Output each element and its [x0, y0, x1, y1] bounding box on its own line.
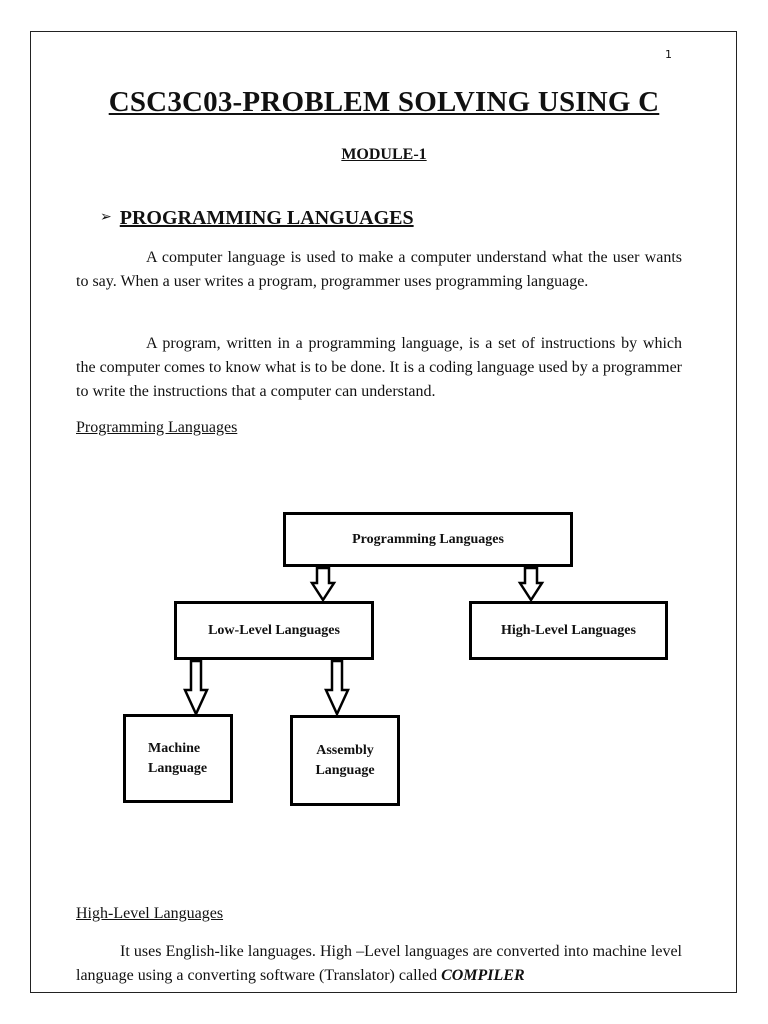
box-assembly-language: Assembly Language	[290, 715, 400, 806]
box-high-level-languages-label: High-Level Languages	[501, 622, 636, 638]
paragraph-3-text: It uses English-like languages. High –Le…	[76, 943, 682, 984]
page-border	[30, 31, 737, 993]
arrowhead-bullet-icon: ➢	[100, 209, 112, 225]
box-machine-language-line2: Language	[148, 760, 208, 776]
section-heading-label: PROGRAMMING LANGUAGES	[119, 207, 414, 229]
box-programming-languages-label: Programming Languages	[352, 531, 504, 547]
paragraph-3: It uses English-like languages. High –Le…	[76, 940, 682, 988]
box-machine-language-line1: Machine	[148, 740, 201, 756]
subheading-programming-languages: Programming Languages	[76, 419, 238, 436]
module-heading: MODULE-1	[341, 146, 427, 163]
page-number: 1	[665, 48, 672, 61]
box-high-level-languages: High-Level Languages	[469, 601, 668, 660]
section-heading: ➢ PROGRAMMING LANGUAGES	[100, 207, 414, 230]
box-low-level-languages: Low-Level Languages	[174, 601, 374, 660]
paragraph-2-text: A program, written in a programming lang…	[76, 335, 682, 400]
document-title: CSC3C03-PROBLEM SOLVING USING C	[108, 86, 660, 118]
box-low-level-languages-label: Low-Level Languages	[208, 622, 340, 638]
paragraph-2: A program, written in a programming lang…	[76, 332, 682, 404]
paragraph-1-text: A computer language is used to make a co…	[76, 249, 682, 290]
box-machine-language: Machine Language	[123, 714, 233, 803]
compiler-term: COMPILER	[441, 967, 525, 984]
subheading-high-level-languages: High-Level Languages	[76, 905, 224, 922]
box-assembly-language-line1: Assembly	[316, 742, 374, 758]
paragraph-1: A computer language is used to make a co…	[76, 246, 682, 294]
box-programming-languages: Programming Languages	[283, 512, 573, 567]
box-assembly-language-line2: Language	[315, 762, 375, 778]
